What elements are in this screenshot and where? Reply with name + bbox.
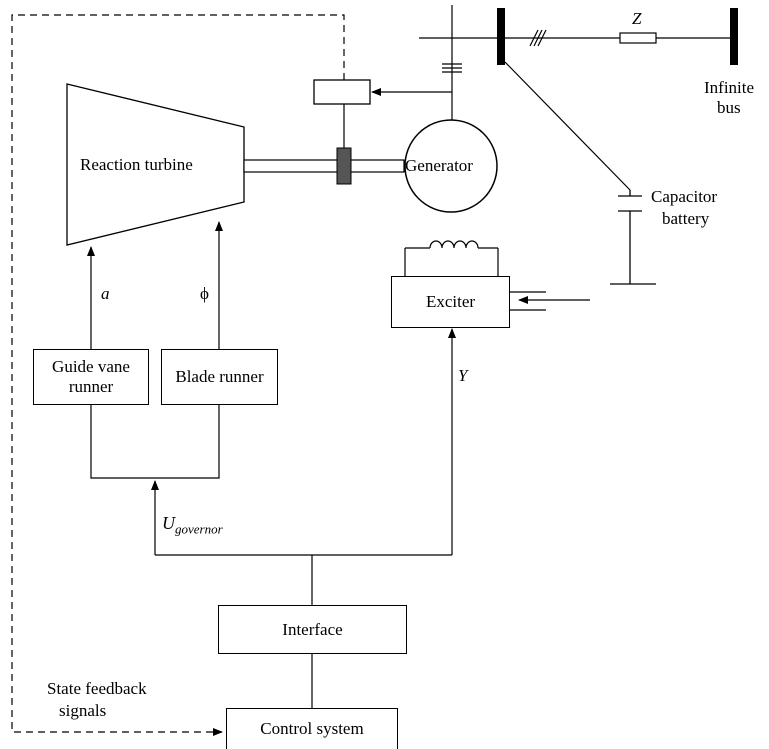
impedance-label: Z [632,9,642,28]
impedance-z-box [619,32,657,44]
infinite-bus-bar [730,8,738,65]
infinite-bus-label-line2: bus [717,98,741,117]
state-feedback-label-line2: signals [59,701,107,720]
capacitor-battery-symbol [610,190,656,285]
control-system-box: Control system [226,708,398,749]
y-signal-label: Y [458,366,468,385]
capacitor-label-line1: Capacitor [651,187,718,206]
shaft-coupling [336,147,352,185]
generator-bus-bar [497,8,505,65]
infinite-bus-label-line1: Infinite [704,78,755,97]
state-feedback-label-line1: State feedback [47,679,147,698]
reaction-turbine-label: Reaction turbine [80,155,193,174]
control-system-label: Control system [260,719,364,738]
u-governor-label: Ugovernor [162,513,223,539]
exciter-coil [404,240,499,276]
alpha-label: a [101,284,110,303]
phi-label: ϕ [200,284,209,303]
blade-runner-box: Blade runner [161,349,278,405]
sensor-box [313,79,371,105]
u-governor-main: U [162,513,175,533]
generator-circle [404,119,498,213]
guide-vane-runner-box: Guide vane runner [33,349,149,405]
transmission-line-ticks [529,29,547,47]
shaft [243,159,405,173]
blade-runner-label: Blade runner [175,367,264,386]
guide-vane-runner-label: Guide vane runner [52,357,130,396]
exciter-input-lines [510,291,590,311]
generator-label: Generator [405,156,473,175]
capacitor-label-line2: battery [662,209,710,228]
interface-box: Interface [218,605,407,654]
state-feedback-dashed-line [11,14,345,736]
interface-label: Interface [282,619,343,639]
exciter-label: Exciter [425,292,476,311]
generator-triple-tick [442,63,462,73]
reaction-turbine-shape [66,83,245,246]
u-governor-subscript: governor [175,521,223,537]
exciter-box: Exciter [391,276,510,328]
